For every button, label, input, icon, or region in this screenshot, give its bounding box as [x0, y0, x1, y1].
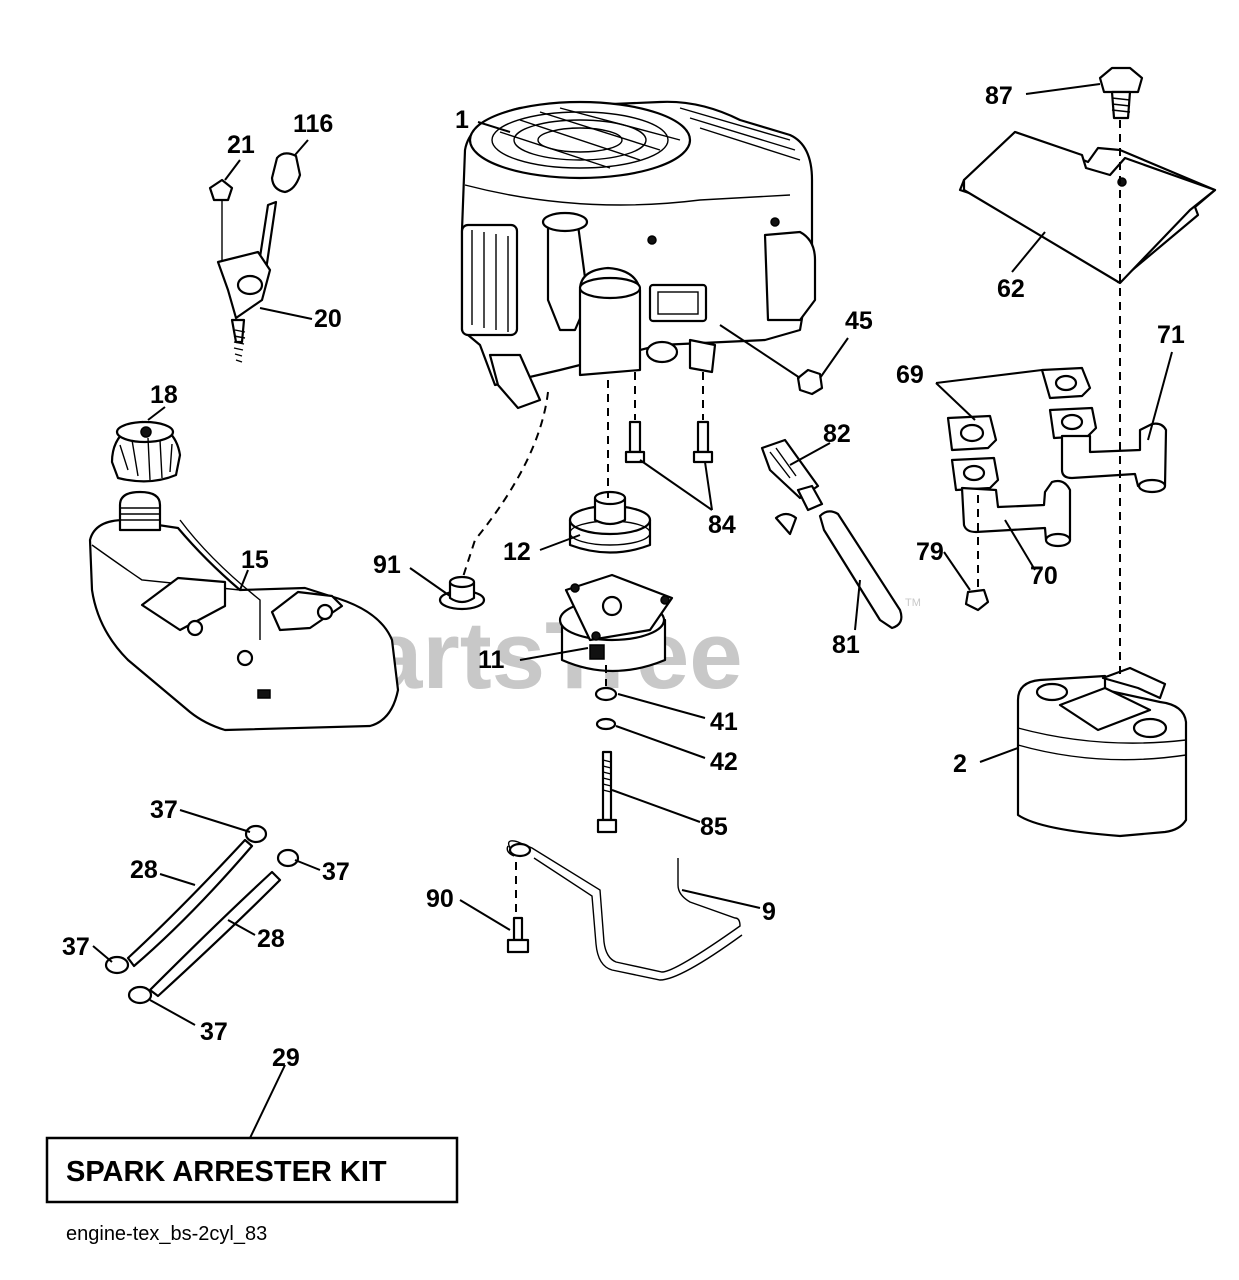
leader-lines — [92, 83, 1173, 1139]
bushing-91[interactable] — [438, 575, 486, 611]
trademark: TM — [905, 597, 921, 609]
bolt-90[interactable] — [506, 916, 530, 954]
fuel-cap[interactable] — [110, 420, 182, 483]
engine[interactable] — [460, 100, 817, 410]
callout-11: 11 — [478, 646, 505, 674]
callout-9: 9 — [762, 898, 776, 926]
nut-45[interactable] — [796, 368, 824, 396]
callout-37-c: 37 — [62, 933, 90, 961]
throttle-control[interactable] — [208, 152, 302, 363]
callout-37-a: 37 — [150, 796, 178, 824]
callout-2: 2 — [953, 750, 967, 778]
muffler[interactable] — [1016, 666, 1188, 838]
fuel-line-28-lower[interactable] — [148, 870, 282, 998]
callout-69: 69 — [896, 361, 924, 389]
callout-91: 91 — [373, 551, 401, 579]
exhaust-gaskets[interactable] — [946, 366, 1092, 452]
spark-arrester-kit-label: SPARK ARRESTER KIT — [66, 1156, 387, 1188]
callout-21: 21 — [227, 131, 255, 159]
callout-37-b: 37 — [322, 858, 350, 886]
pto-clutch[interactable] — [558, 573, 674, 673]
callout-28-a: 28 — [130, 856, 158, 884]
callout-87: 87 — [985, 82, 1013, 110]
bolt-85[interactable] — [596, 750, 618, 834]
callout-116: 116 — [293, 110, 333, 138]
washer-42[interactable] — [595, 717, 617, 731]
bolts-84[interactable] — [624, 420, 714, 464]
bolt-79[interactable] — [964, 588, 990, 612]
callout-37-d: 37 — [200, 1018, 228, 1046]
callout-62: 62 — [997, 275, 1025, 303]
callout-90: 90 — [426, 885, 454, 913]
exhaust-pipe-70[interactable] — [950, 456, 1072, 548]
callouts: 1 116 21 20 87 62 45 71 69 82 18 84 12 1… — [62, 82, 1185, 1072]
callout-41: 41 — [710, 708, 738, 736]
callout-84: 84 — [708, 511, 736, 539]
exhaust-pipe-71[interactable] — [1048, 406, 1168, 494]
callout-20: 20 — [314, 305, 342, 333]
callout-15: 15 — [241, 546, 269, 574]
pulley[interactable] — [568, 490, 652, 554]
callout-1: 1 — [455, 106, 469, 134]
callout-71: 71 — [1157, 321, 1185, 349]
assembly-lines — [461, 120, 1121, 918]
fuel-hose-81[interactable] — [818, 510, 903, 630]
fuel-tank[interactable] — [88, 490, 400, 732]
callout-28-b: 28 — [257, 925, 285, 953]
callout-79: 79 — [916, 538, 944, 566]
washer-41[interactable] — [594, 686, 618, 702]
callout-29: 29 — [272, 1044, 300, 1072]
callout-45: 45 — [845, 307, 873, 335]
hose-clamps-37[interactable] — [104, 824, 300, 1005]
callout-81: 81 — [832, 631, 860, 659]
fuel-filter[interactable] — [760, 438, 824, 536]
fuel-line-28-upper[interactable] — [126, 838, 254, 968]
callout-42: 42 — [710, 748, 738, 776]
callout-18: 18 — [150, 381, 178, 409]
spark-arrester-kit-box[interactable] — [45, 1136, 459, 1204]
rod-9[interactable] — [506, 840, 743, 981]
callout-12: 12 — [503, 538, 531, 566]
heat-shield[interactable] — [958, 66, 1217, 285]
callout-70: 70 — [1030, 562, 1058, 590]
diagram-code: engine-tex_bs-2cyl_83 — [66, 1223, 267, 1245]
callout-82: 82 — [823, 420, 851, 448]
callout-85: 85 — [700, 813, 728, 841]
